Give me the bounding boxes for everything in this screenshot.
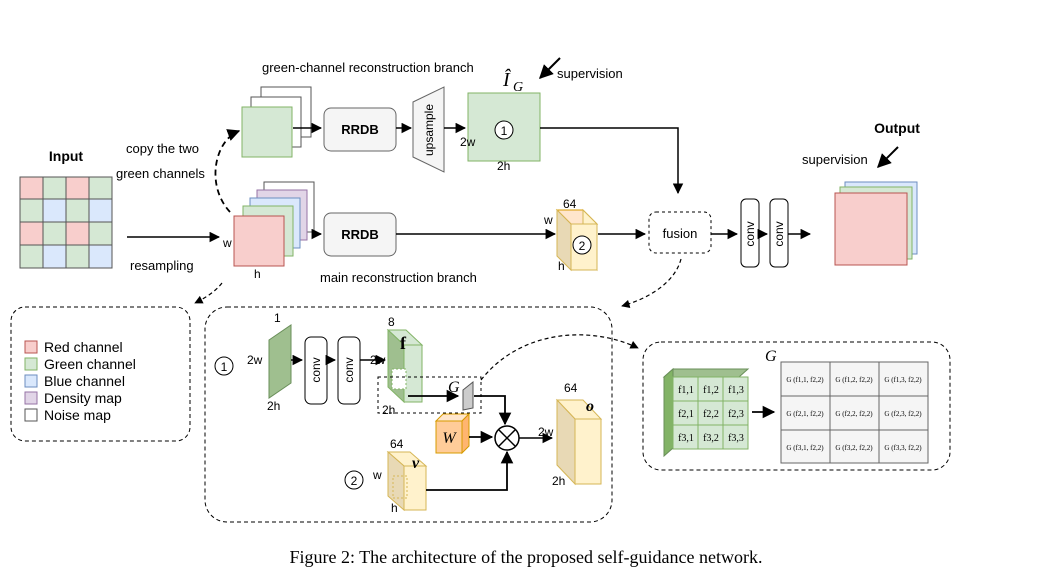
svg-text:w: w (543, 213, 553, 227)
conv-block-bottom-1 (304, 336, 328, 405)
output-title: Output (874, 120, 920, 136)
legend-box (10, 306, 191, 442)
legend: Red channel Green channel Blue channel D… (24, 339, 136, 423)
svg-text:2: 2 (579, 239, 586, 253)
main-branch-label: main reconstruction branch (320, 270, 477, 285)
f-cell: f1,1 (678, 385, 694, 396)
upsample-block (412, 86, 445, 173)
f-cell: f2,3 (728, 409, 744, 420)
svg-text:8: 8 (388, 315, 395, 329)
f-grid (662, 367, 750, 458)
o-output-cube (555, 398, 603, 486)
green-plane (268, 324, 292, 399)
rrdb-label-green: RRDB (341, 122, 379, 137)
g-cell: G (f3,2, f2,2) (835, 444, 873, 452)
input-title: Input (49, 148, 84, 164)
circle-1-bottom (214, 356, 234, 376)
svg-text:64: 64 (390, 437, 404, 451)
svg-text:conv: conv (743, 221, 757, 246)
fusion-label: fusion (663, 226, 698, 241)
f-cell: f3,2 (703, 433, 719, 444)
svg-text:2w: 2w (370, 353, 386, 367)
fusion-block (648, 211, 712, 254)
f-cell: f3,3 (728, 433, 744, 444)
copy-label-2: green channels (116, 166, 205, 181)
svg-text:2h: 2h (267, 399, 280, 413)
legend-green: Green channel (44, 356, 136, 372)
f-cell: f1,3 (728, 385, 744, 396)
g-cell: G (f2,2, f2,2) (835, 410, 873, 418)
green-copy-stack (241, 86, 312, 158)
svg-text:w: w (222, 236, 232, 250)
f-cell: f2,1 (678, 409, 694, 420)
svg-text:w: w (372, 468, 382, 482)
supervision-label-top: supervision (557, 66, 623, 81)
svg-text:1: 1 (274, 311, 281, 325)
upsample-label: upsample (422, 104, 436, 156)
svg-text:h: h (391, 501, 398, 515)
svg-text:conv: conv (309, 357, 323, 382)
svg-text:h: h (254, 267, 261, 281)
svg-text:conv: conv (772, 221, 786, 246)
legend-red: Red channel (44, 339, 123, 355)
g-cell: G (f3,1, f2,2) (786, 444, 824, 452)
f-cell: f1,2 (703, 385, 719, 396)
svg-text:2h: 2h (382, 403, 395, 417)
conv-block-top-2 (769, 198, 789, 268)
svg-text:1: 1 (221, 360, 228, 374)
rrdb-block-green (323, 107, 397, 152)
g-symbol-bottom: G (448, 379, 460, 396)
g-cell: G (f1,3, f2,2) (884, 376, 922, 384)
legend-density: Density map (44, 390, 122, 406)
svg-text:2w: 2w (247, 353, 263, 367)
g-cell: G (f1,2, f2,2) (835, 376, 873, 384)
svg-text:2w: 2w (460, 135, 476, 149)
svg-text:2: 2 (351, 474, 358, 488)
i-hat-symbol: Î (502, 68, 511, 91)
g-cell: G (f1,1, f2,2) (786, 376, 824, 384)
figure-caption: Figure 2: The architecture of the propos… (289, 547, 763, 567)
resampling-label: resampling (130, 258, 194, 273)
copy-label-1: copy the two (126, 141, 199, 156)
svg-text:W: W (442, 430, 457, 447)
f-cell: f2,2 (703, 409, 719, 420)
svg-text:2h: 2h (552, 474, 565, 488)
green-branch-label: green-channel reconstruction branch (262, 60, 474, 75)
v-feature-cube (386, 450, 428, 512)
svg-text:G: G (513, 80, 523, 95)
svg-text:64: 64 (563, 197, 577, 211)
o-symbol: o (586, 398, 594, 415)
f-symbol: f (400, 333, 407, 353)
legend-noise: Noise map (44, 407, 111, 423)
f-feature-cube (386, 328, 424, 404)
svg-text:2w: 2w (538, 425, 554, 439)
circle-1-top (494, 120, 514, 140)
input-bayer-grid (19, 176, 113, 269)
matrix-title: G (765, 348, 777, 365)
rrdb-label-main: RRDB (341, 227, 379, 242)
legend-blue: Blue channel (44, 373, 125, 389)
circle-2-top (572, 235, 592, 255)
g-output-plane (462, 380, 474, 411)
w-weight-box (434, 412, 471, 455)
circle-2-bottom (344, 470, 364, 490)
svg-text:2h: 2h (497, 159, 510, 173)
conv-block-bottom-2 (337, 336, 361, 405)
main-input-stack (233, 181, 315, 267)
f-cell: f3,1 (678, 433, 694, 444)
g-cell: G (f2,3, f2,2) (884, 410, 922, 418)
svg-text:64: 64 (564, 381, 578, 395)
svg-text:1: 1 (501, 124, 508, 138)
v-symbol: v (412, 455, 420, 472)
g-grid (780, 361, 929, 464)
output-stack (834, 181, 918, 266)
svg-text:conv: conv (342, 357, 356, 382)
feature-cube-2 (555, 208, 599, 272)
g-cell: G (f2,1, f2,2) (786, 410, 824, 418)
supervision-label-output: supervision (802, 152, 868, 167)
g-selection-box (377, 376, 482, 414)
g-cell: G (f3,3, f2,2) (884, 444, 922, 452)
svg-text:h: h (558, 259, 565, 273)
